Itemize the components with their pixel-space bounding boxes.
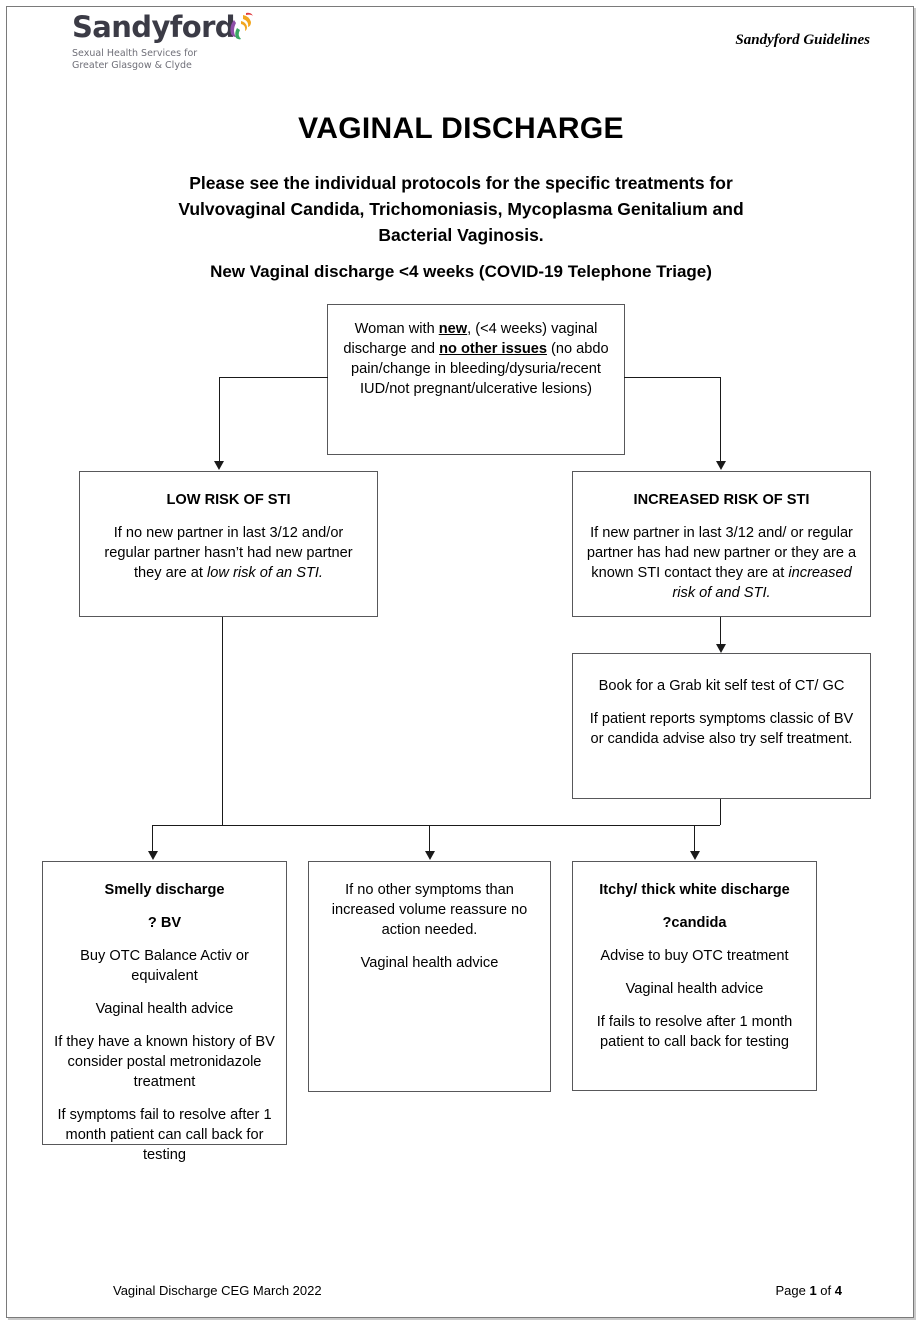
flow-box-itchy-candida: Itchy/ thick white discharge ?candida Ad… [572, 861, 817, 1091]
flow-box-reassure: If no other symptoms than increased volu… [308, 861, 551, 1092]
decision-start-text-a: Woman with [354, 321, 439, 337]
subtitle-block: Please see the individual protocols for … [120, 170, 802, 248]
flow-box-decision-start: Woman with new, (<4 weeks) vaginal disch… [327, 304, 625, 455]
connector-low-to-split-vertical [222, 617, 223, 825]
subtitle-line-1: Please see the individual protocols for … [189, 173, 733, 193]
smelly-para-3: If they have a known history of BV consi… [54, 1034, 275, 1090]
arrowhead-split-to-reassure [425, 851, 435, 860]
smelly-para-1: Buy OTC Balance Activ or equivalent [80, 948, 249, 984]
flow-box-low-risk: LOW RISK OF STI If no new partner in las… [79, 471, 378, 617]
footer-page-total: 4 [834, 1283, 842, 1298]
flow-box-increased-risk: INCREASED RISK OF STI If new partner in … [572, 471, 871, 617]
arrowhead-start-to-high [716, 461, 726, 470]
arrowhead-high-to-grab [716, 644, 726, 653]
smelly-heading-2: ? BV [147, 915, 182, 931]
page-title: VAGINAL DISCHARGE [298, 112, 624, 145]
low-risk-body-italic: low risk of an STI. [207, 565, 323, 581]
grab-kit-para-2: If patient reports symptoms classic of B… [589, 711, 854, 747]
connector-split-to-reassure-vertical [429, 825, 430, 851]
arrowhead-start-to-low [214, 461, 224, 470]
header-guidelines-label: Sandyford Guidelines [735, 32, 870, 48]
connector-start-to-low-vertical [219, 377, 220, 461]
subtitle-line-3: Bacterial Vaginosis. [378, 225, 544, 245]
increased-risk-body-text: If new partner in last 3/12 and/ or regu… [586, 525, 857, 581]
decision-start-text-c: , (<4 weeks) vaginal discharge and [343, 321, 598, 357]
increased-risk-body-italic: increased risk of and STI. [672, 565, 852, 601]
flow-box-grab-kit: Book for a Grab kit self test of CT/ GC … [572, 653, 871, 799]
low-risk-body: If no new partner in last 3/12 and/or re… [94, 523, 363, 583]
connector-start-to-high-horizontal [624, 377, 721, 378]
footer-document-reference: Vaginal Discharge CEG March 2022 [113, 1283, 322, 1298]
logo-wordmark: Sandyford [72, 10, 236, 44]
logo-tagline-line1: Sexual Health Services for [72, 48, 198, 59]
itchy-para-1: Advise to buy OTC treatment [600, 948, 789, 964]
itchy-heading-1: Itchy/ thick white discharge [599, 882, 790, 898]
smelly-para-2: Vaginal health advice [95, 1001, 234, 1017]
footer-page-number: Page 1 of 4 [775, 1283, 842, 1298]
sandyford-swoosh-icon [230, 12, 253, 40]
itchy-para-2: Vaginal health advice [625, 981, 764, 997]
logo-tagline: Sexual Health Services for Greater Glasg… [72, 48, 292, 71]
decision-start-emph-new: new [438, 321, 468, 337]
connector-split-to-smelly-vertical [152, 825, 153, 851]
decision-start-emph-no-other-issues: no other issues [439, 341, 547, 357]
itchy-heading-2: ?candida [662, 915, 727, 931]
smelly-heading-1: Smelly discharge [104, 882, 225, 898]
low-risk-body-text: If no new partner in last 3/12 and/or re… [104, 525, 353, 581]
footer-page-prefix: Page [775, 1283, 810, 1298]
arrowhead-split-to-itchy [690, 851, 700, 860]
logo-tagline-line2: Greater Glasgow & Clyde [72, 59, 192, 71]
decision-start-text-e: (no abdo pain/change in bleeding/dysuria… [351, 341, 609, 397]
subtitle-line-2: Vulvovaginal Candida, Trichomoniasis, My… [178, 199, 744, 219]
connector-high-to-grab-vertical [720, 617, 721, 644]
low-risk-heading: LOW RISK OF STI [166, 492, 291, 508]
arrowhead-split-to-smelly [148, 851, 158, 860]
connector-split-to-itchy-vertical [694, 825, 695, 851]
connector-start-to-high-vertical [720, 377, 721, 461]
connector-grab-to-split-vertical [720, 799, 721, 825]
section-title: New Vaginal discharge <4 weeks (COVID-19… [210, 262, 712, 281]
sandyford-logo: Sandyford Sexual Health Services for Gre… [72, 10, 292, 72]
reassure-para-2: Vaginal health advice [360, 955, 499, 971]
reassure-para-1: If no other symptoms than increased volu… [331, 882, 528, 938]
grab-kit-para-1: Book for a Grab kit self test of CT/ GC [598, 678, 845, 694]
itchy-para-3: If fails to resolve after 1 month patien… [596, 1014, 793, 1050]
connector-start-to-low-horizontal [219, 377, 328, 378]
flow-box-smelly-discharge: Smelly discharge ? BV Buy OTC Balance Ac… [42, 861, 287, 1163]
footer-page-mid: of [816, 1283, 835, 1298]
smelly-para-4: If symptoms fail to resolve after 1 mont… [57, 1107, 272, 1163]
increased-risk-body: If new partner in last 3/12 and/ or regu… [584, 523, 859, 603]
connector-split-bar [152, 825, 720, 826]
increased-risk-heading: INCREASED RISK OF STI [633, 492, 810, 508]
footer-page-current: 1 [809, 1283, 817, 1298]
decision-start-text: Woman with new, (<4 weeks) vaginal disch… [342, 319, 610, 399]
